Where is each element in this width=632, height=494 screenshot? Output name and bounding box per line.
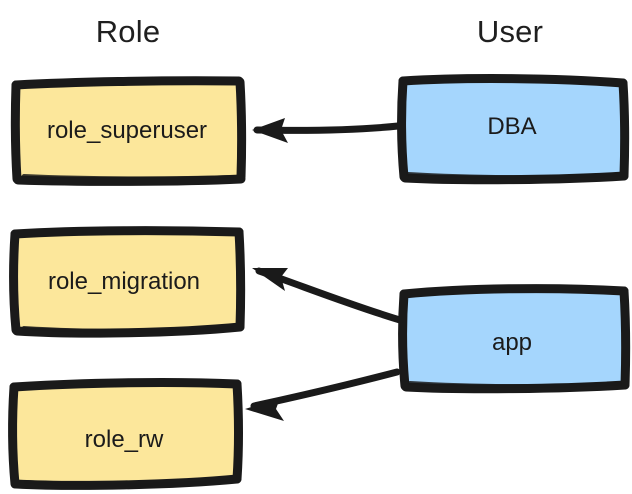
node-shape-rough-rect — [10, 76, 247, 186]
edge-app-to-role-migration — [252, 267, 404, 324]
node-role-superuser[interactable]: role_superuser — [10, 76, 247, 186]
node-role-rw[interactable]: role_rw — [6, 378, 243, 490]
node-shape-rough-rect — [9, 226, 246, 338]
node-app[interactable]: app — [396, 284, 631, 394]
node-label: role_rw — [84, 426, 164, 453]
node-shape-rough-rect — [8, 378, 243, 490]
node-label: role_migration — [47, 268, 201, 295]
edge-app-to-role-rw — [245, 368, 401, 421]
node-dba[interactable]: DBA — [396, 74, 630, 185]
node-shape-rough-rect — [397, 74, 630, 185]
node-label: app — [491, 329, 533, 356]
edge-dba-to-role-superuser — [252, 118, 402, 143]
arrowhead-icon — [252, 268, 288, 291]
node-label: role_superuser — [46, 117, 208, 144]
node-shape-rough-rect — [398, 284, 631, 394]
column-heading-role: Role — [95, 14, 161, 49]
node-label: DBA — [487, 113, 537, 140]
column-heading-user: User — [476, 14, 544, 49]
node-role-migration[interactable]: role_migration — [8, 226, 246, 338]
arrowhead-icon — [252, 118, 288, 143]
arrowhead-icon — [245, 398, 284, 421]
